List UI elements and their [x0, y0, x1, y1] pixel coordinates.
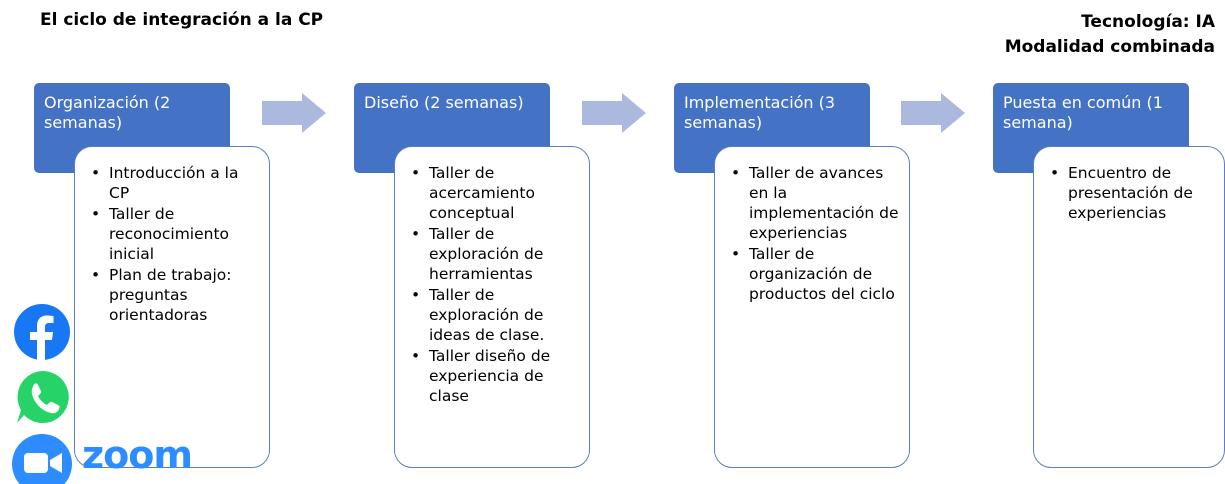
subtitle-block: Tecnología: IA Modalidad combinada [1005, 10, 1215, 60]
list-item: Taller de organización de productos del … [731, 244, 901, 304]
zoom-icon [12, 434, 72, 484]
stage-item-list: Taller de avances en la implementación d… [725, 163, 901, 304]
stage-card: Taller de acercamiento conceptual Taller… [394, 146, 590, 468]
stage-card: Taller de avances en la implementación d… [714, 146, 910, 468]
list-item: Introducción a la CP [91, 163, 261, 203]
arrow-right-icon [901, 93, 965, 133]
zoom-wordmark: zoom [82, 433, 193, 477]
list-item: Taller diseño de experiencia de clase [411, 346, 581, 406]
technology-label: Tecnología: IA [1081, 12, 1215, 32]
list-item: Plan de trabajo: preguntas orientadoras [91, 265, 261, 325]
arrow-right-icon [262, 93, 326, 133]
modality-label: Modalidad combinada [1004, 37, 1215, 57]
whatsapp-icon [17, 371, 69, 423]
list-item: Encuentro de presentación de experiencia… [1050, 163, 1216, 223]
list-item: Taller de reconocimiento inicial [91, 204, 261, 264]
facebook-icon [14, 304, 70, 360]
diagram-title: El ciclo de integración a la CP [40, 10, 324, 30]
list-item: Taller de exploración de herramientas [411, 224, 581, 284]
list-item: Taller de exploración de ideas de clase. [411, 285, 581, 345]
arrow-right-icon [582, 93, 646, 133]
stage-card: Introducción a la CP Taller de reconocim… [74, 146, 270, 468]
stage-item-list: Encuentro de presentación de experiencia… [1044, 163, 1216, 223]
list-item: Taller de avances en la implementación d… [731, 163, 901, 243]
stage-item-list: Taller de acercamiento conceptual Taller… [405, 163, 581, 406]
list-item: Taller de acercamiento conceptual [411, 163, 581, 223]
stage-card: Encuentro de presentación de experiencia… [1033, 146, 1225, 468]
stage-item-list: Introducción a la CP Taller de reconocim… [85, 163, 261, 325]
